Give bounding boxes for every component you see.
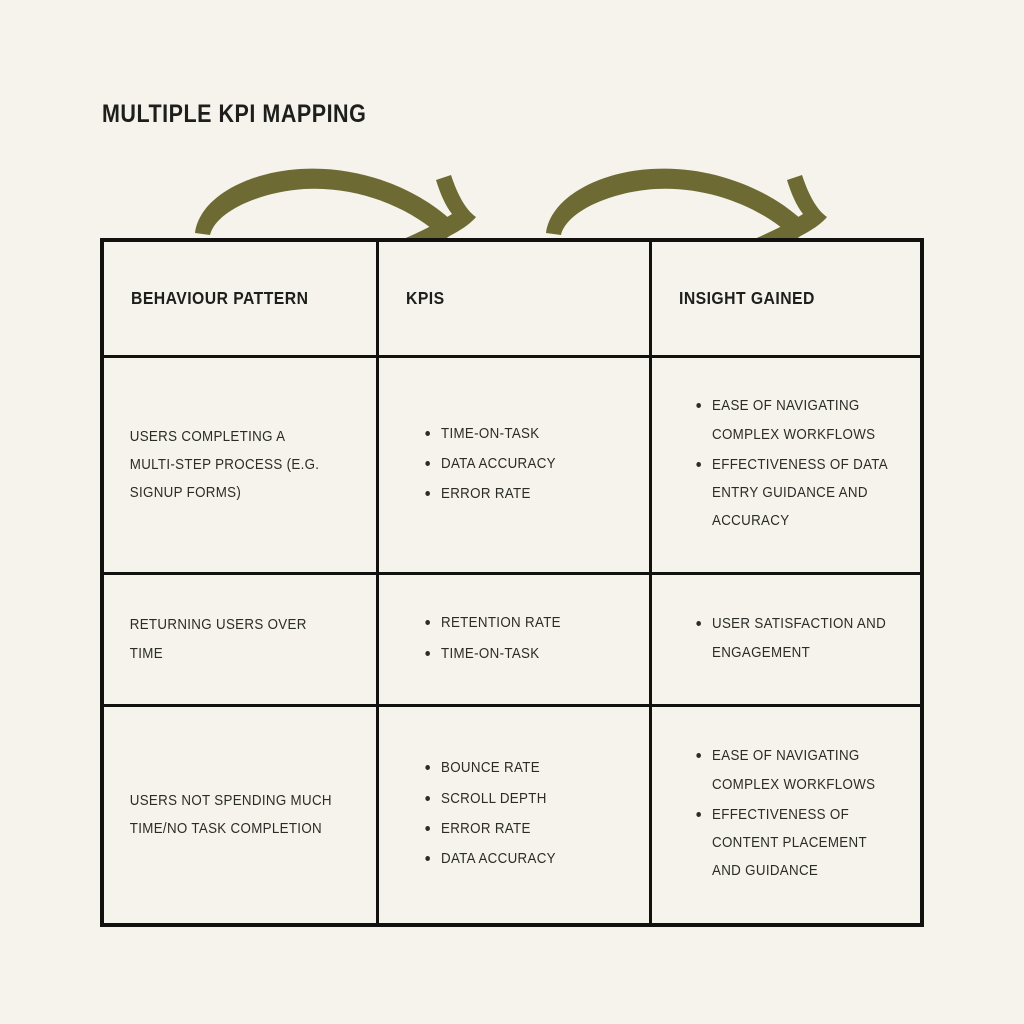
table-header-row: BEHAVIOUR PATTERN KPIS INSIGHT GAINED <box>100 238 924 358</box>
list-item: EFFECTIVENESS OF DATA ENTRY GUIDANCE AND… <box>695 451 889 536</box>
list-item: DATA ACCURACY <box>424 845 618 873</box>
list-item: RETENTION RATE <box>424 609 618 637</box>
cell-insight-row-2: USER SATISFACTION AND ENGAGEMENT <box>648 572 924 707</box>
list-item: ERROR RATE <box>424 480 618 508</box>
header-label-kpis: KPIS <box>405 288 445 308</box>
kpi-list-row-2: RETENTION RATE TIME-ON-TASK <box>379 609 649 668</box>
list-item: DATA ACCURACY <box>424 450 618 478</box>
page-title: MULTIPLE KPI MAPPING <box>102 100 367 128</box>
list-item: EASE OF NAVIGATING COMPLEX WORKFLOWS <box>695 742 889 799</box>
kpi-mapping-table: BEHAVIOUR PATTERN KPIS INSIGHT GAINED US… <box>100 238 924 927</box>
header-label-behaviour-pattern: BEHAVIOUR PATTERN <box>131 288 309 308</box>
insight-items-row-2: USER SATISFACTION AND ENGAGEMENT <box>688 610 905 667</box>
pattern-text-row-1: USERS COMPLETING A MULTI-STEP PROCESS (E… <box>129 428 320 502</box>
pattern-text-row-3: USERS NOT SPENDING MUCH TIME/NO TASK COM… <box>129 792 332 837</box>
list-item: BOUNCE RATE <box>424 754 618 782</box>
list-item: ERROR RATE <box>424 815 618 843</box>
list-item: TIME-ON-TASK <box>424 420 618 448</box>
table-row: USERS NOT SPENDING MUCH TIME/NO TASK COM… <box>100 704 924 927</box>
cell-pattern-row-1: USERS COMPLETING A MULTI-STEP PROCESS (E… <box>100 355 379 575</box>
kpi-items-row-2: RETENTION RATE TIME-ON-TASK <box>415 609 633 668</box>
cell-pattern-row-2: RETURNING USERS OVER TIME <box>100 572 379 707</box>
header-cell-insight-gained: INSIGHT GAINED <box>648 238 924 358</box>
pattern-text-row-2: RETURNING USERS OVER TIME <box>129 617 307 662</box>
list-item: USER SATISFACTION AND ENGAGEMENT <box>695 610 889 667</box>
header-cell-kpis: KPIS <box>375 238 652 358</box>
curved-arrow-right-icon <box>546 168 827 248</box>
cell-pattern-row-3: USERS NOT SPENDING MUCH TIME/NO TASK COM… <box>100 704 379 927</box>
insight-list-row-2: USER SATISFACTION AND ENGAGEMENT <box>652 610 921 667</box>
list-item: SCROLL DEPTH <box>424 785 618 813</box>
list-item: TIME-ON-TASK <box>424 640 618 668</box>
cell-kpis-row-2: RETENTION RATE TIME-ON-TASK <box>375 572 652 707</box>
table-row: RETURNING USERS OVER TIME RETENTION RATE… <box>100 572 924 707</box>
list-item: EFFECTIVENESS OF CONTENT PLACEMENT AND G… <box>695 801 889 886</box>
curved-arrow-left-icon <box>195 168 476 248</box>
header-cell-behaviour-pattern: BEHAVIOUR PATTERN <box>100 238 379 358</box>
header-label-insight-gained: INSIGHT GAINED <box>678 288 815 308</box>
list-item: EASE OF NAVIGATING COMPLEX WORKFLOWS <box>695 392 889 449</box>
table-row: USERS COMPLETING A MULTI-STEP PROCESS (E… <box>100 355 924 575</box>
